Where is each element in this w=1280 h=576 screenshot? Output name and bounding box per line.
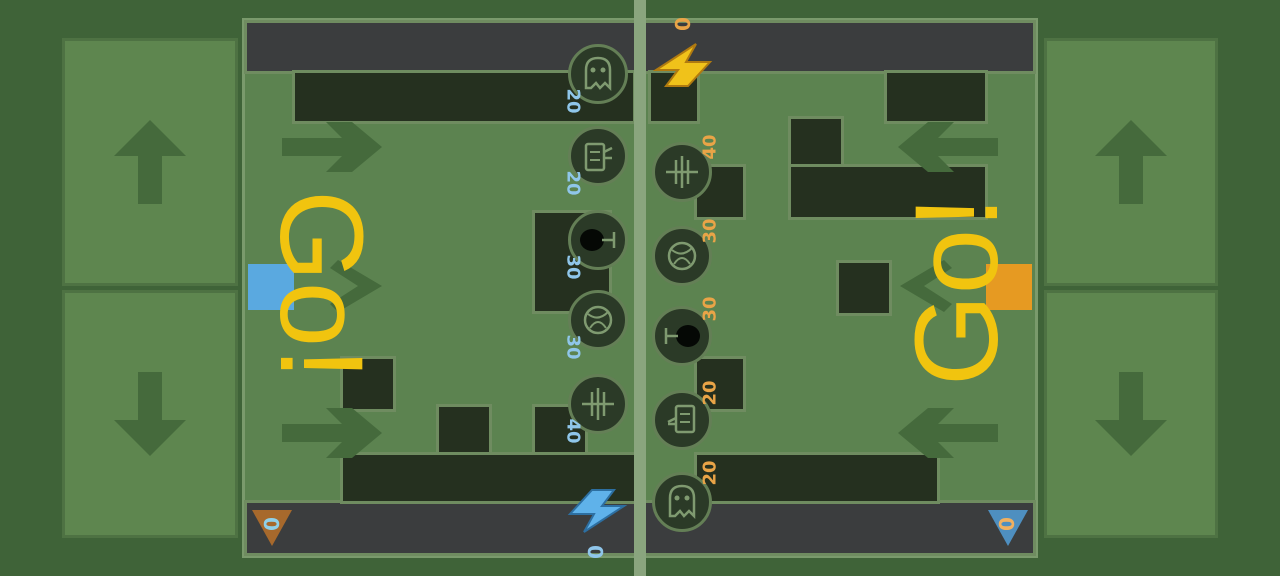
arrow-right-icon bbox=[282, 122, 382, 172]
right-unit-ball-button[interactable] bbox=[652, 226, 712, 286]
left-score-value: 0 bbox=[258, 517, 283, 531]
arrow-down-icon bbox=[1095, 372, 1167, 456]
right-unit-pin-cost: 30 bbox=[699, 296, 721, 322]
left-up-pad[interactable] bbox=[62, 38, 238, 286]
left-unit-ball-button[interactable] bbox=[568, 290, 628, 350]
wall bbox=[340, 356, 396, 412]
ghost-icon bbox=[584, 56, 612, 92]
left-unit-pin-button[interactable] bbox=[568, 210, 628, 270]
ghost-icon bbox=[668, 484, 696, 520]
arrow-up-icon bbox=[1095, 120, 1167, 204]
wall bbox=[694, 452, 940, 504]
ball-icon bbox=[667, 241, 697, 271]
pin-icon bbox=[664, 325, 700, 347]
left-unit-ball-cost: 30 bbox=[562, 334, 584, 360]
shield-icon bbox=[252, 510, 292, 546]
right-player-cursor bbox=[986, 264, 1032, 310]
cross-icon bbox=[666, 156, 698, 188]
ball-icon bbox=[583, 305, 613, 335]
arrow-down-icon bbox=[114, 372, 186, 456]
lightning-icon bbox=[652, 43, 713, 87]
left-energy-value: 0 bbox=[582, 545, 607, 559]
wall bbox=[836, 260, 892, 316]
arrow-right-icon bbox=[282, 408, 382, 458]
right-score-value: 0 bbox=[994, 517, 1019, 531]
arrow-left-icon bbox=[900, 260, 952, 312]
pin-icon bbox=[580, 229, 616, 251]
right-energy-value: 0 bbox=[670, 17, 695, 31]
right-unit-cross-cost: 40 bbox=[699, 134, 721, 160]
right-unit-bottle-cost: 20 bbox=[699, 380, 721, 406]
left-unit-bottle-cost: 20 bbox=[562, 170, 584, 196]
right-unit-pin-button[interactable] bbox=[652, 306, 712, 366]
right-unit-ghost-cost: 20 bbox=[699, 460, 721, 486]
left-go-text: Go! bbox=[255, 189, 388, 381]
bottle-icon bbox=[584, 142, 613, 172]
wall bbox=[788, 164, 988, 220]
left-player-cursor bbox=[248, 264, 294, 310]
right-go-text: Go! bbox=[891, 195, 1024, 387]
right-unit-ghost-button[interactable] bbox=[652, 472, 712, 532]
right-unit-bottle-button[interactable] bbox=[652, 390, 712, 450]
left-down-pad[interactable] bbox=[62, 290, 238, 538]
left-score-badge: 0 bbox=[250, 508, 294, 548]
arrow-left-icon bbox=[898, 408, 998, 458]
left-unit-ghost-button[interactable] bbox=[568, 44, 628, 104]
arrow-right-icon bbox=[330, 260, 382, 312]
left-unit-cross-cost: 40 bbox=[562, 418, 584, 444]
bottle-icon bbox=[667, 404, 696, 434]
arrow-left-icon bbox=[898, 122, 998, 172]
shield-icon bbox=[988, 510, 1028, 546]
center-divider bbox=[634, 0, 646, 576]
left-unit-cross-button[interactable] bbox=[568, 374, 628, 434]
right-unit-ball-cost: 30 bbox=[699, 218, 721, 244]
lightning-icon bbox=[567, 489, 628, 533]
left-unit-pin-cost: 30 bbox=[562, 254, 584, 280]
cross-icon bbox=[582, 388, 614, 420]
right-up-pad[interactable] bbox=[1044, 38, 1218, 286]
wall bbox=[884, 70, 988, 124]
right-score-badge: 0 bbox=[986, 508, 1030, 548]
left-unit-ghost-cost: 20 bbox=[562, 88, 584, 114]
right-unit-cross-button[interactable] bbox=[652, 142, 712, 202]
left-unit-bottle-button[interactable] bbox=[568, 126, 628, 186]
arrow-up-icon bbox=[114, 120, 186, 204]
right-down-pad[interactable] bbox=[1044, 290, 1218, 538]
